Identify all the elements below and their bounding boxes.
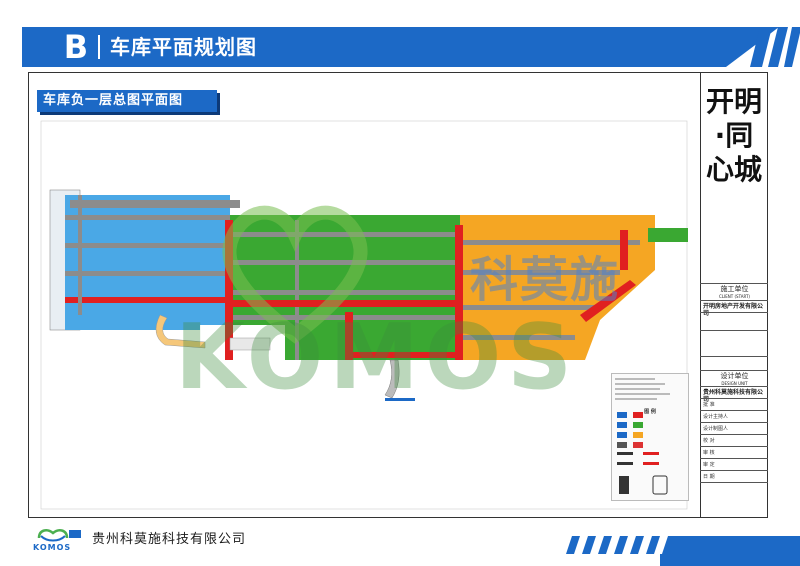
orange-parking-zone: [460, 215, 688, 360]
title-block-divider: [700, 434, 768, 435]
header-divider: [98, 35, 100, 59]
header-banner: [22, 27, 779, 67]
title-block-row: 审 核: [703, 450, 715, 456]
title-block-row: 日 期: [703, 474, 715, 480]
title-block-divider: [700, 370, 768, 371]
page-title: 车库平面规划图: [110, 35, 257, 59]
title-block-divider: [700, 482, 768, 483]
construction-unit-name: 开明房地产开发有限公司: [703, 303, 764, 317]
project-name: 开明·同心城: [706, 85, 763, 186]
parking-floor-plan: [40, 120, 688, 510]
footer-stripes: [566, 536, 800, 554]
design-unit-label: 设计单位: [720, 372, 749, 380]
title-block-divider: [700, 446, 768, 447]
title-block-divider: [700, 422, 768, 423]
drawing-subtitle: 车库负一层总图平面图: [37, 90, 217, 112]
design-unit-en: DESIGN UNIT: [721, 381, 748, 386]
watermark-latin-text: KOMOS: [175, 305, 579, 410]
design-unit-name: 贵州科莫施科技有限公司: [703, 389, 764, 403]
company-logo-icon: [37, 529, 81, 542]
title-block-row: 校 对: [703, 438, 715, 444]
header-stripes: [750, 27, 800, 67]
construction-unit-label: 施工单位: [720, 285, 749, 293]
legend-title: 图 例: [644, 409, 656, 415]
blue-parking-zone: [49, 189, 230, 331]
footer-logo-text: KOMOS: [33, 543, 72, 552]
title-block-row: 批 准: [703, 402, 715, 408]
title-block-divider: [700, 300, 768, 301]
construction-unit-en: CLIENT (START): [719, 294, 750, 299]
title-block-divider: [700, 410, 768, 411]
legend-symbols: [615, 378, 670, 495]
title-block-row: 设计制图人: [703, 426, 729, 432]
title-block-row: 设计主持人: [703, 414, 729, 420]
title-block-divider: [700, 386, 768, 387]
footer-company-name: 贵州科莫施科技有限公司: [92, 532, 247, 547]
watermark-heart-logo: [222, 205, 368, 344]
footer-bar: [660, 554, 800, 566]
title-block: [700, 72, 768, 518]
title-block-divider: [700, 283, 768, 284]
title-block-divider: [700, 398, 768, 399]
title-block-divider: [700, 312, 768, 313]
title-block-divider: [700, 330, 768, 331]
title-block-divider: [700, 356, 768, 357]
section-letter: B: [63, 28, 89, 66]
red-driving-lanes: [225, 220, 636, 360]
watermark-brand-text: 科莫施: [470, 252, 621, 308]
title-block-row: 审 定: [703, 462, 715, 468]
title-block-divider: [700, 470, 768, 471]
title-block-divider: [700, 458, 768, 459]
